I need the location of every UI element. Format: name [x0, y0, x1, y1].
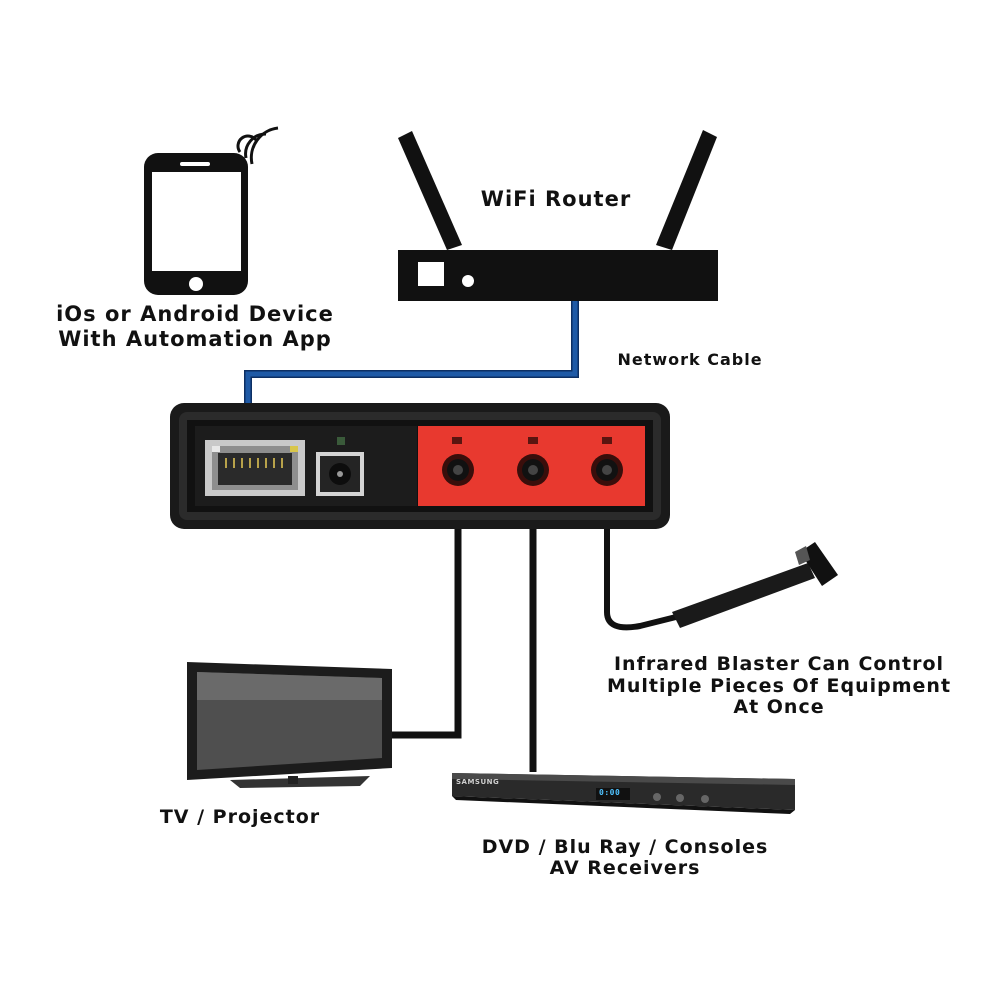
- network-cable-label: Network Cable: [617, 350, 763, 369]
- dvd-player-icon: [452, 773, 795, 814]
- controller-hub: [170, 403, 670, 529]
- ir-port-icon: [517, 437, 549, 486]
- ir-port-icon: [442, 437, 474, 486]
- blaster-label-line3: At Once: [733, 696, 825, 718]
- phone-label-line1: iOs or Android Device: [56, 302, 334, 326]
- ir-port-icon: [591, 437, 623, 486]
- ir-cable-blaster: [604, 470, 681, 631]
- tv-label: TV / Projector: [159, 806, 321, 828]
- router-icon: [398, 130, 718, 301]
- ir-cable-tv: [392, 470, 462, 739]
- ethernet-port-icon: [205, 440, 305, 496]
- tv-icon: [187, 662, 392, 788]
- ir-blaster-icon: [672, 542, 838, 628]
- dvd-display-text: 0:00: [599, 788, 621, 797]
- dvd-label-line1: DVD / Blu Ray / Consoles: [481, 836, 769, 858]
- dvd-label-line2: AV Receivers: [549, 857, 701, 879]
- dvd-brand-text: SAMSUNG: [456, 778, 500, 786]
- router-label: WiFi Router: [480, 187, 632, 211]
- blaster-label-line2: Multiple Pieces Of Equipment: [606, 675, 952, 697]
- wifi-signal-icon: [236, 126, 279, 165]
- blaster-label-line1: Infrared Blaster Can Control: [613, 653, 945, 675]
- power-jack-icon: [316, 437, 364, 496]
- smartphone-icon: [144, 153, 248, 295]
- phone-label-line2: With Automation App: [58, 327, 332, 351]
